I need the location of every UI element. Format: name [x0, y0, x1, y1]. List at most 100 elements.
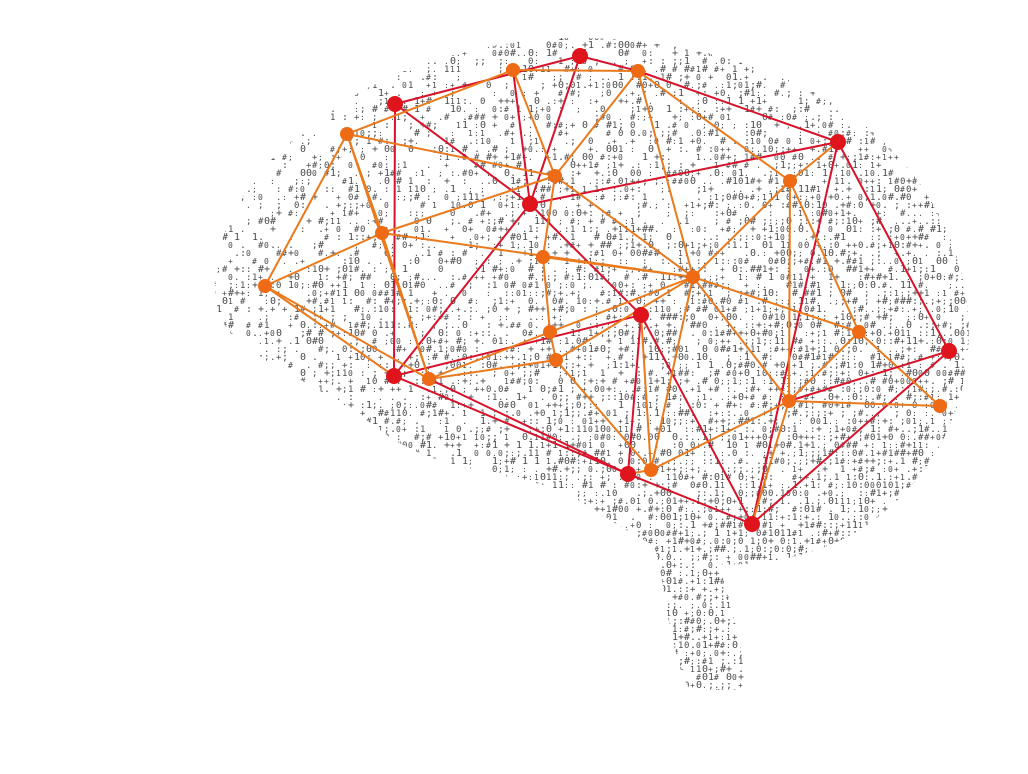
- glyph: +: [264, 113, 269, 122]
- glyph: ;: [456, 73, 461, 82]
- glyph: +: [894, 233, 899, 242]
- glyph: :: [588, 297, 593, 306]
- glyph: 0: [594, 385, 599, 395]
- glyph: 1: [942, 73, 947, 82]
- glyph: .: [210, 425, 215, 434]
- glyph: ;: [972, 41, 977, 50]
- glyph: 1: [828, 273, 833, 283]
- glyph: #: [432, 497, 438, 507]
- glyph: #: [696, 145, 702, 155]
- glyph: #: [606, 177, 611, 186]
- glyph: 0: [852, 481, 857, 491]
- glyph: 1: [216, 473, 221, 482]
- glyph: :: [336, 481, 341, 491]
- glyph: 0: [468, 201, 473, 211]
- glyph: .: [432, 241, 437, 250]
- glyph: #: [756, 272, 762, 283]
- glyph: 0: [744, 201, 749, 211]
- glyph: +: [450, 233, 455, 242]
- glyph: :: [258, 513, 263, 522]
- glyph: 0: [942, 465, 947, 475]
- glyph: :: [252, 193, 257, 202]
- glyph: #: [912, 41, 917, 50]
- glyph: #: [918, 113, 924, 123]
- glyph: ;: [852, 281, 857, 290]
- glyph: 1: [756, 56, 762, 67]
- glyph: :: [246, 304, 252, 315]
- glyph: ;: [804, 457, 809, 467]
- glyph: 0: [546, 113, 551, 122]
- glyph: 1: [270, 488, 276, 499]
- glyph: 0: [630, 41, 635, 50]
- glyph: 0: [456, 201, 461, 210]
- glyph: .: [564, 137, 569, 147]
- glyph: #: [366, 513, 372, 523]
- glyph: 1: [318, 385, 323, 395]
- glyph: #: [462, 249, 468, 259]
- glyph: .: [600, 169, 605, 179]
- glyph: 1: [378, 425, 383, 434]
- glyph: ;: [222, 337, 227, 347]
- glyph: 0: [870, 57, 875, 67]
- glyph: #: [918, 232, 924, 243]
- glyph: :: [768, 217, 773, 227]
- glyph: :: [570, 209, 575, 219]
- glyph: :: [504, 40, 510, 51]
- glyph: 0: [648, 144, 654, 155]
- glyph: 0: [798, 65, 803, 74]
- glyph: .: [966, 281, 971, 291]
- glyph: +: [444, 225, 449, 234]
- glyph: +: [672, 48, 678, 59]
- glyph: .: [312, 112, 318, 123]
- glyph: 0: [288, 497, 293, 507]
- glyph: :: [894, 145, 899, 154]
- glyph: 1: [876, 433, 881, 443]
- glyph: 1: [906, 97, 911, 106]
- glyph: :: [282, 465, 287, 475]
- glyph: +: [588, 145, 594, 155]
- glyph: +: [282, 89, 287, 98]
- glyph: ;: [360, 145, 365, 154]
- glyph: 1: [714, 257, 719, 266]
- glyph: 0: [966, 225, 971, 234]
- glyph: 1: [744, 153, 749, 163]
- glyph: 1: [216, 433, 221, 443]
- glyph: ;: [378, 497, 383, 507]
- glyph: :: [282, 128, 288, 139]
- glyph: #: [300, 377, 306, 387]
- glyph: #: [474, 153, 480, 163]
- glyph: .: [864, 240, 870, 251]
- glyph: :: [216, 489, 221, 499]
- glyph: +: [582, 40, 588, 51]
- glyph: 1: [342, 457, 347, 466]
- glyph: :: [588, 248, 594, 259]
- glyph: ;: [606, 161, 611, 170]
- glyph: 1: [654, 120, 660, 131]
- glyph: #: [258, 241, 264, 251]
- glyph: ;: [450, 41, 455, 50]
- glyph: 0: [606, 409, 611, 418]
- glyph: ;: [258, 393, 263, 403]
- glyph: +: [954, 432, 960, 443]
- glyph: ;: [390, 249, 395, 258]
- glyph: #: [396, 169, 402, 179]
- glyph: 1: [900, 497, 905, 507]
- glyph: ;: [342, 200, 348, 211]
- glyph: :: [504, 265, 509, 274]
- glyph: 0: [438, 496, 444, 507]
- glyph: .: [240, 344, 246, 355]
- glyph: +: [480, 273, 485, 282]
- glyph: .: [618, 217, 623, 227]
- glyph: #: [684, 80, 690, 91]
- glyph: .: [888, 281, 893, 291]
- glyph: :: [648, 137, 653, 146]
- glyph: +: [912, 240, 918, 251]
- glyph: 1: [540, 217, 545, 227]
- glyph: #: [426, 121, 432, 131]
- glyph: .: [606, 136, 612, 147]
- glyph: +: [690, 248, 696, 259]
- glyph: :: [564, 481, 569, 490]
- glyph: 1: [834, 73, 839, 83]
- glyph: :: [372, 281, 377, 290]
- glyph: .: [618, 185, 623, 195]
